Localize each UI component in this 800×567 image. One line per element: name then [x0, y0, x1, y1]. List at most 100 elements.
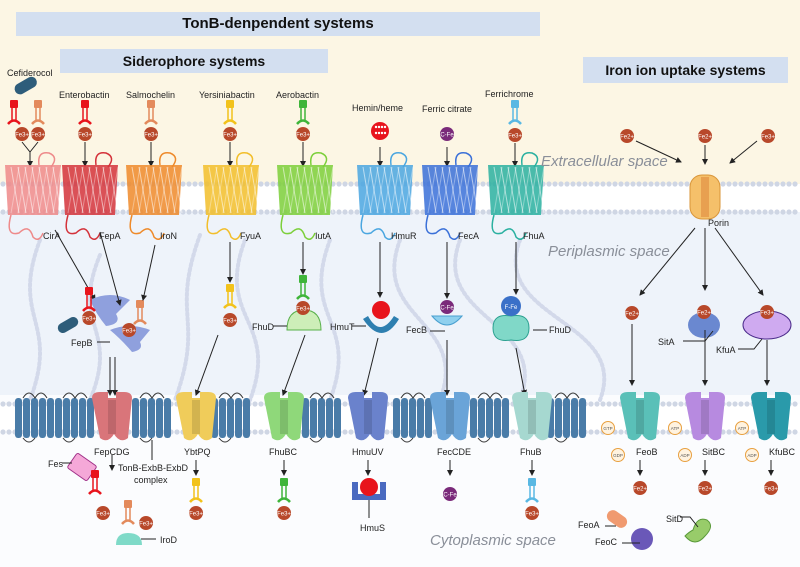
salmochelin-cytoplasm-head: [124, 500, 132, 508]
transporter-sitbc-channel: [701, 400, 709, 434]
receptor-fhua-strand: [521, 166, 531, 214]
receptor-fepa-strand: [102, 166, 112, 214]
outer-membrane-head: [762, 181, 768, 187]
tonb-exbb-exbd-3-helix: [227, 398, 234, 438]
tonb-exbb-exbd-3-helix: [235, 398, 242, 438]
tonb-exbb-exbd-7-helix: [555, 398, 562, 438]
arrow: [639, 227, 696, 296]
tonb-exbb-exbd-4-helix: [302, 398, 309, 438]
receptor-fyua-loop: [206, 214, 242, 240]
outer-membrane-head: [270, 181, 276, 187]
inner-membrane-head: [384, 429, 390, 435]
outer-membrane-head: [546, 209, 552, 215]
outer-membrane-head: [654, 209, 660, 215]
receptor-hmur-strand: [383, 166, 393, 214]
label-fhub: FhuB: [520, 447, 542, 457]
receptor-cira-loop: [37, 152, 56, 168]
inner-membrane-head: [258, 401, 264, 407]
yersiniabactin-claw: [223, 119, 237, 125]
inner-membrane-head: [0, 429, 6, 435]
label-feoc: FeoC: [595, 537, 618, 547]
receptor-hmur-barrel: [357, 165, 413, 215]
aerobactin-periplasm-claw: [296, 294, 310, 300]
label-salmochelin: Salmochelin: [126, 90, 176, 100]
label-feob: FeoB: [636, 447, 658, 457]
iron-ion: [144, 127, 158, 141]
iron-ion: [620, 129, 634, 143]
outer-membrane-head: [594, 209, 600, 215]
outer-membrane-head: [648, 181, 654, 187]
outer-membrane-head: [636, 209, 642, 215]
outer-membrane-head: [774, 209, 780, 215]
outer-membrane-head: [786, 181, 792, 187]
outer-membrane-head: [198, 181, 204, 187]
ferrichrome-fe: [501, 296, 521, 316]
iron-ion: [96, 506, 110, 520]
outer-membrane-head: [192, 181, 198, 187]
receptor-iuta-barrel: [277, 165, 333, 215]
outer-membrane-head: [342, 209, 348, 215]
receptor-fhua-strand: [500, 166, 510, 214]
arrow: [362, 337, 379, 396]
label-porin: Porin: [708, 218, 730, 228]
tonb-exbb-exbd-0-loop: [22, 437, 36, 443]
iron-ion: [223, 127, 237, 141]
inner-membrane-head: [726, 429, 732, 435]
nucleotide: [735, 421, 749, 435]
enterobactin-cytoplasm-claw: [88, 489, 102, 495]
nucleotide: [611, 448, 625, 462]
inner-membrane-head: [726, 401, 732, 407]
iron-ion-label: C-Fe: [440, 133, 454, 139]
iron-ion: [440, 127, 454, 141]
tonb-exbb-exbd-1-helix: [55, 398, 62, 438]
tonb-exbb-exbd-0-helix: [31, 398, 38, 438]
receptor-fyua-strand: [236, 166, 246, 214]
iron-ion-label: Fe3+: [760, 311, 774, 317]
receptor-feca-strand: [427, 166, 437, 214]
iron-ion-label: Fe3+: [223, 133, 237, 139]
iron-ion-label: Fe3+: [139, 522, 153, 528]
receptor-fhua-strand: [528, 166, 538, 214]
inner-membrane-head: [588, 429, 594, 435]
receptor-hmur-strand: [397, 166, 407, 214]
receptor-feca-strand: [441, 166, 451, 214]
receptor-hmur-strand: [362, 166, 372, 214]
inner-membrane-head: [678, 401, 684, 407]
inner-membrane-head: [252, 429, 258, 435]
receptor-fyua-strand: [215, 166, 225, 214]
receptor-fyua-strand: [229, 166, 239, 214]
outer-membrane-head: [756, 181, 762, 187]
label-iron: IroN: [160, 231, 178, 241]
outer-membrane-head: [600, 181, 606, 187]
outer-membrane-head: [780, 181, 786, 187]
receptor-fepa-strand: [95, 166, 105, 214]
receptor-iron-strand: [159, 166, 169, 214]
iron-ion-label: Fe3+: [31, 133, 45, 139]
label-fepa: FepA: [99, 231, 121, 241]
iron-ion-label: Fe2+: [625, 312, 639, 318]
receptor-fhua-strand: [535, 166, 545, 214]
label-yersiniabactin: Yersiniabactin: [199, 90, 255, 100]
outer-membrane-head: [576, 209, 582, 215]
outer-membrane-head: [792, 209, 798, 215]
iron-ion: [122, 323, 136, 337]
heme-detail: [383, 125, 387, 129]
outer-membrane-head: [264, 181, 270, 187]
yersiniabactin-cytoplasm-head: [192, 478, 200, 486]
receptor-fyua-strand: [250, 166, 260, 214]
outer-membrane-head: [732, 209, 738, 215]
receptor-feca-strand: [462, 166, 472, 214]
enterobactin-head: [81, 100, 89, 108]
receptor-hmur-strand: [383, 166, 393, 214]
transporter-sitbc-transporter: [685, 392, 725, 441]
tonb-exbb-exbd-5-helix: [401, 398, 408, 438]
receptor-fyua-strand: [215, 166, 225, 214]
transporter-ybtpq-transporter: [176, 392, 216, 441]
outer-membrane-head: [474, 209, 480, 215]
tonb-exbb-exbd-5-helix: [417, 398, 424, 438]
label-cefiderocol: Cefiderocol: [7, 68, 53, 78]
transporter-kfubc-transporter: [751, 392, 791, 441]
receptor-feca-strand: [434, 166, 444, 214]
tonb-exbb-exbd-6-helix: [470, 398, 477, 438]
iron-ion-label: Fe3+: [189, 512, 203, 518]
